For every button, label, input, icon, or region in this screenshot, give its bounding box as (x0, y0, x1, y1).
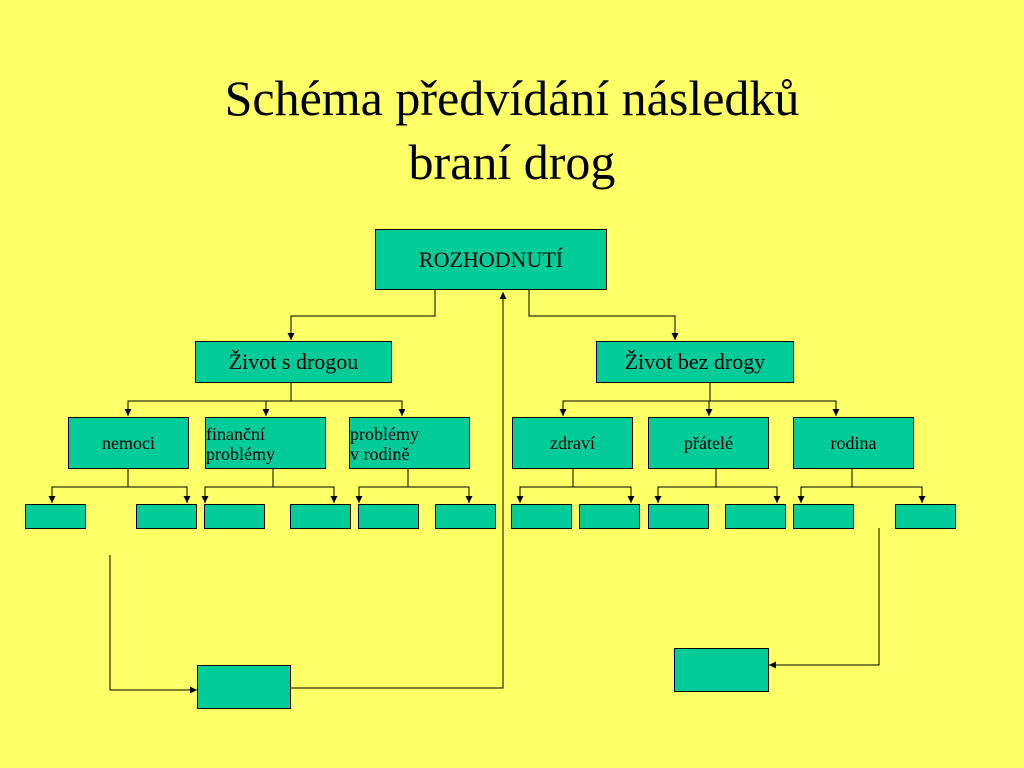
connector-rodina-problemy-split (355, 469, 409, 503)
connector-zdravi-right (573, 486, 635, 503)
consequence-box-zdravi: zdraví (512, 417, 633, 469)
life-without-drug-box: Život bez drogy (596, 341, 794, 383)
consequence-label-rodina-problemy-1: problémy (350, 424, 419, 444)
connector-financni-right (273, 486, 338, 503)
consequence-label-financni-1: finanční (206, 424, 265, 444)
connector-with-drug-bus (124, 383, 292, 416)
slide-title: Schéma předvídání následků braní drog (0, 66, 1024, 194)
connector-pratele-split (654, 469, 717, 503)
consequence-box-pratele: přátelé (648, 417, 769, 469)
consequence-label-nemoci: nemoci (102, 433, 155, 453)
outcome-box-right (674, 648, 769, 692)
empty-box (725, 504, 786, 529)
connector-nemoci-split (48, 469, 129, 503)
connector-with-drug-to-rodina-problemy (291, 400, 406, 416)
consequence-label-financni-2: problémy (206, 444, 275, 464)
empty-box (358, 504, 419, 529)
connector-pratele-right (716, 486, 781, 503)
outcome-box-left (197, 665, 291, 709)
consequence-label-rodina: rodina (830, 433, 877, 453)
connector-financni-split (201, 469, 274, 503)
connector-root-to-without-drug (528, 290, 679, 340)
connector-nemoci-right (128, 486, 191, 503)
connector-rodina-right (852, 486, 926, 503)
connector-root-to-with-drug (287, 290, 436, 340)
connector-rodina-split (797, 469, 853, 503)
consequence-label-zdravi: zdraví (550, 433, 595, 453)
empty-box (579, 504, 640, 529)
connector-without-drug-to-rodina (710, 400, 840, 416)
connector-without-drug-bus (559, 383, 711, 416)
consequence-box-financni: finanční problémy (205, 417, 326, 469)
connector-zdravi-split (516, 469, 574, 503)
life-with-drug-box: Život s drogou (195, 341, 392, 383)
connector-rodina-problemy-right (408, 486, 473, 503)
decision-label: ROZHODNUTÍ (418, 246, 564, 272)
empty-box (290, 504, 351, 529)
empty-box (435, 504, 496, 529)
empty-box (793, 504, 854, 529)
empty-box (511, 504, 572, 529)
empty-box (204, 504, 265, 529)
empty-box (895, 504, 956, 529)
slide-title-line-1: Schéma předvídání následků (224, 70, 800, 126)
connector-right-outcome (769, 528, 880, 669)
life-with-drug-label: Život s drogou (228, 349, 359, 374)
life-without-drug-label: Život bez drogy (624, 349, 766, 374)
consequence-box-rodina-problemy: problémy v rodině (349, 417, 470, 469)
connector-left-outcome (109, 555, 197, 694)
empty-box (25, 504, 86, 529)
consequence-label-pratele: přátelé (684, 433, 733, 453)
slide-title-line-2: braní drog (408, 134, 616, 190)
empty-box (648, 504, 709, 529)
empty-box (136, 504, 197, 529)
decision-box: ROZHODNUTÍ (375, 229, 607, 290)
consequence-box-nemoci: nemoci (68, 417, 189, 469)
consequence-box-rodina: rodina (793, 417, 914, 469)
consequence-label-rodina-problemy-2: v rodině (350, 444, 410, 464)
connector-feedback-to-root (290, 292, 507, 689)
